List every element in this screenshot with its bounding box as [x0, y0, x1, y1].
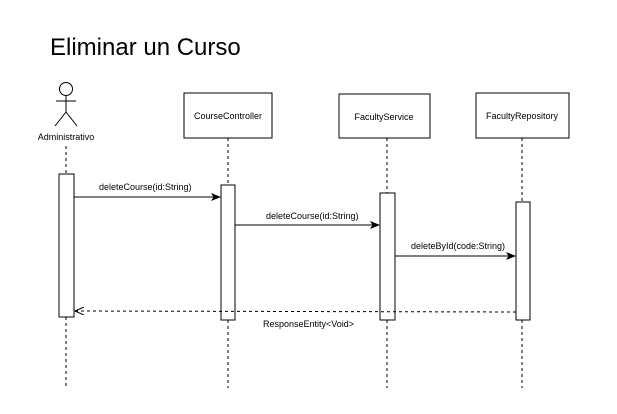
message-label: deleteById(code:String) [411, 241, 505, 251]
participant-label: FacultyService [354, 112, 413, 122]
activation-bar-faculty-service [379, 192, 396, 321]
participant-course-controller: CourseController [183, 92, 273, 139]
participant-faculty-service: FacultyService [338, 93, 431, 139]
actor-icon [54, 82, 78, 127]
actor-label: Administrativo [38, 132, 95, 142]
participant-label: CourseController [194, 111, 262, 121]
message-3: deleteById(code:String) [395, 241, 516, 260]
message-label: deleteCourse(id:String) [99, 182, 192, 192]
message-1: deleteCourse(id:String) [74, 182, 221, 201]
diagram-title: Eliminar un Curso [50, 34, 241, 61]
message-label: ResponseEntity<Void> [263, 319, 354, 329]
participant-faculty-repository: FacultyRepository [475, 92, 570, 139]
activation-bar-faculty-repository [515, 201, 531, 321]
return-message: ResponseEntity<Void> [75, 311, 517, 329]
message-2: deleteCourse(id:String) [235, 211, 380, 229]
activation-bar-course-controller [220, 184, 236, 321]
activation-bar-actor [58, 173, 75, 318]
message-label: deleteCourse(id:String) [266, 211, 359, 221]
participant-label: FacultyRepository [486, 111, 559, 121]
